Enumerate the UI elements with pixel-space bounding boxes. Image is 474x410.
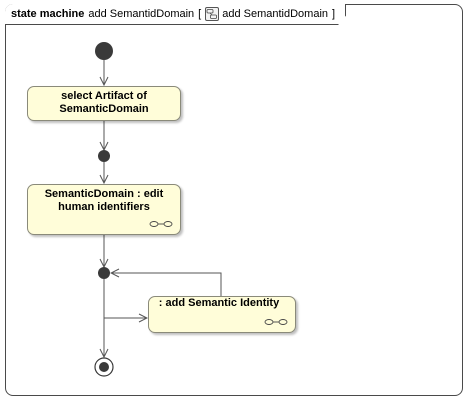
frame-open-bracket: [ [198,8,202,20]
frame-close-bracket: ] [332,8,336,20]
state-edit-human-identifiers[interactable]: SemanticDomain : edit human identifiers [27,184,181,235]
state-add-semantic-identity[interactable]: : add Semantic Identity [148,296,296,333]
state-machine-icon [205,7,219,21]
frame-keyword: state machine [11,8,85,20]
frame-name: add SemantidDomain [88,8,195,20]
state-label: : add Semantic Identity [158,297,280,309]
state-label: select Artifact of SemanticDomain [59,90,149,115]
frame-title: state machine add SemantidDomain [ add S… [5,4,346,25]
state-select-artifact[interactable]: select Artifact of SemanticDomain [27,86,181,121]
frame-ref-name: add SemantidDomain [222,8,329,20]
initial-node[interactable] [95,42,113,60]
transition-add-identity-back-to-junction[interactable] [111,273,222,296]
submachine-icon [149,221,173,227]
transition-junction-to-add-identity[interactable] [103,279,147,318]
junction-node-2[interactable] [98,267,110,279]
submachine-icon [264,319,288,325]
state-label: SemanticDomain : edit human identifiers [44,188,164,213]
final-node-inner [99,362,109,372]
junction-node-1[interactable] [98,150,110,162]
